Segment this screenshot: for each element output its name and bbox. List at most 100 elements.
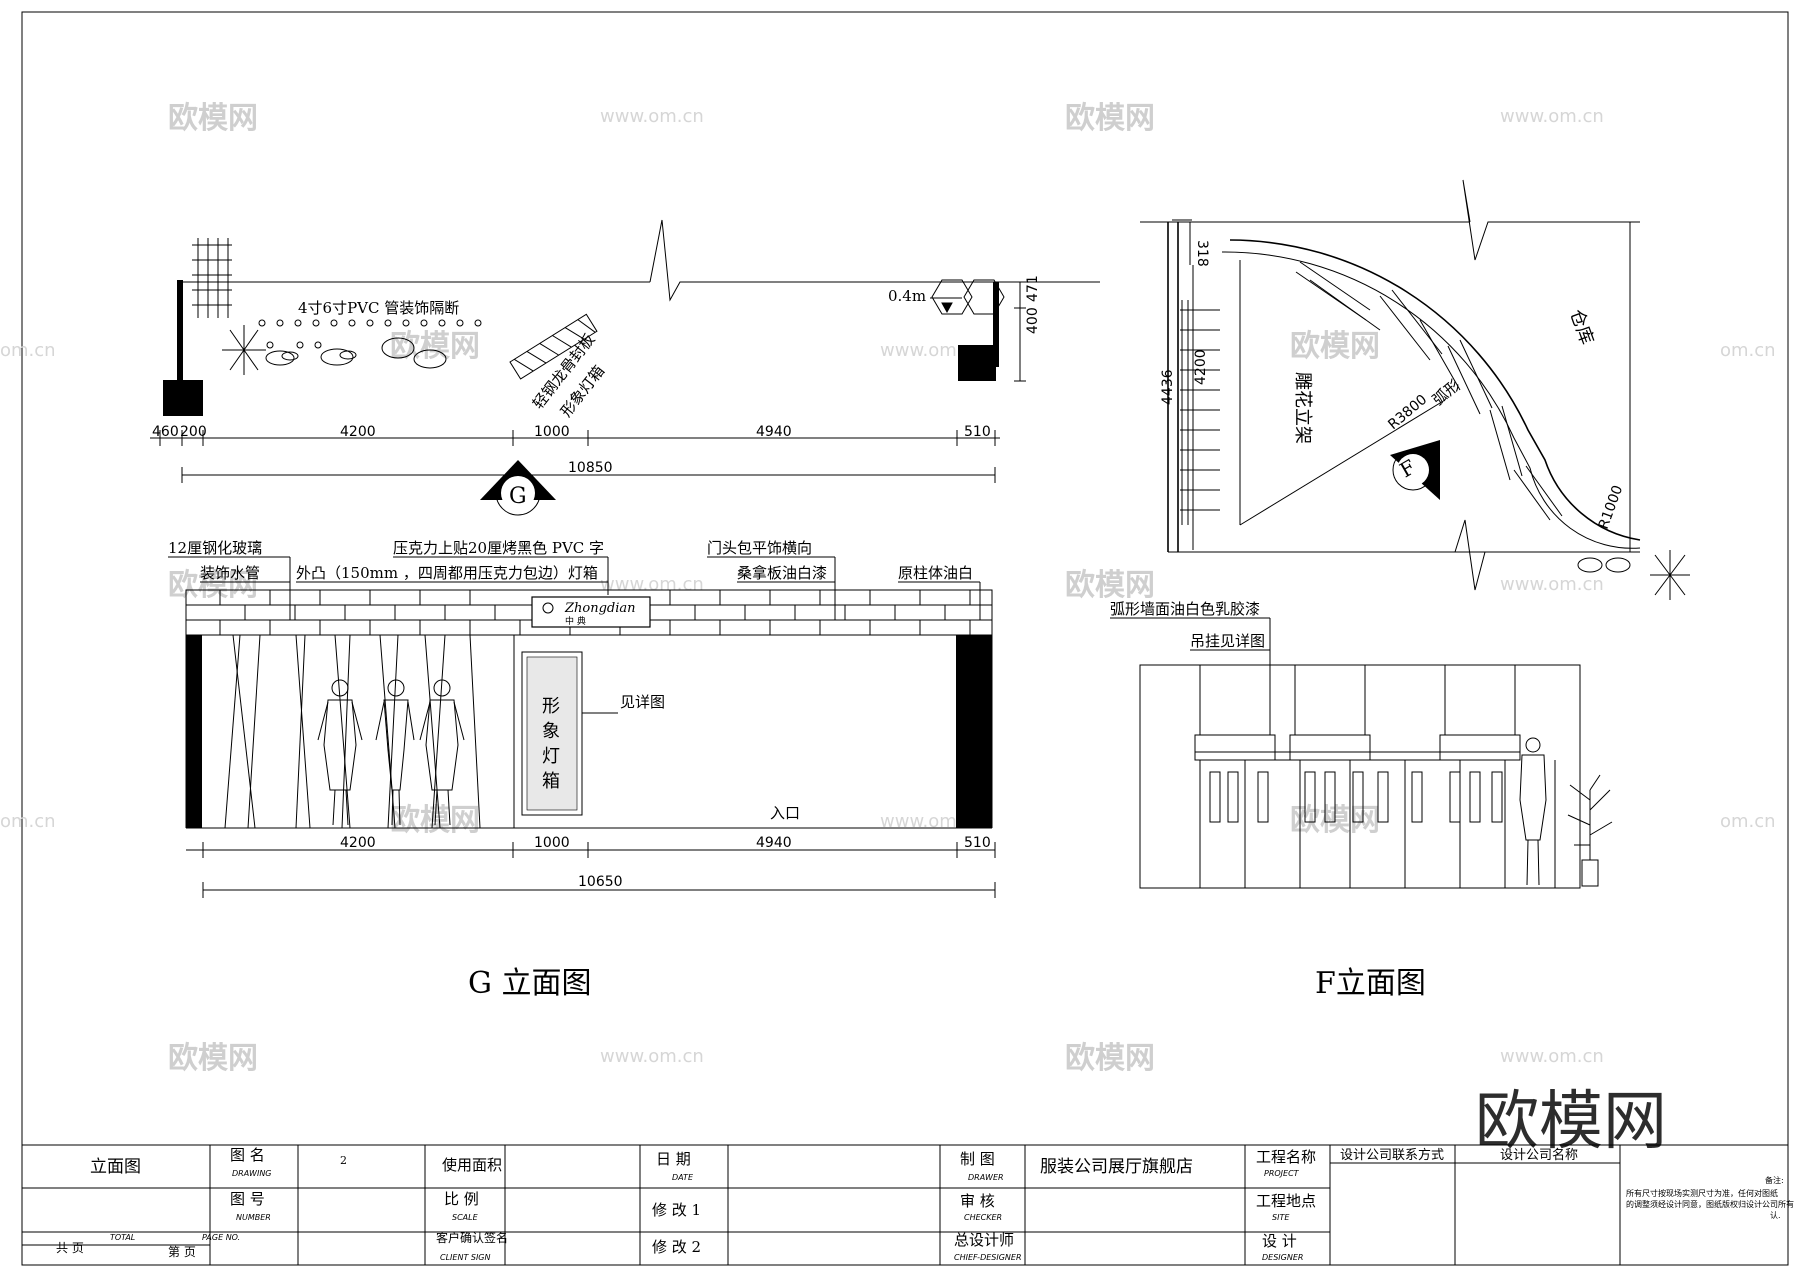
f-plan: 雕花立架 仓库 R3800 弧形 R1000 F 318 4200 4436 <box>1140 179 1690 600</box>
tb-project-label: 工程名称 <box>1256 1148 1316 1166</box>
tb-contact-label: 设计公司联系方式 <box>1340 1147 1444 1163</box>
watermark-url: www.om.cn <box>1500 574 1604 595</box>
lightbox-char: 灯 <box>542 746 560 767</box>
break-line <box>1462 179 1640 261</box>
rack-hatch <box>1180 300 1220 525</box>
g-plan: 4寸6寸PVC 管装饰隔断 轻钢龙骨封板 形象灯箱 0.4m 400 471 4… <box>150 219 1100 516</box>
watermark-url: www.om.cn <box>1500 1046 1604 1067</box>
dim-4940: 4940 <box>756 835 792 851</box>
potted-plant <box>1567 774 1613 887</box>
watermark-brand: 欧模网 <box>168 1041 258 1076</box>
tb-total-en: TOTAL <box>110 1233 135 1242</box>
watermark-brand: 欧模网 <box>168 101 258 136</box>
vdim-400: 400 <box>1025 307 1041 334</box>
tb-page-label: 第 页 <box>168 1245 196 1259</box>
note-sign-1: 压克力上贴20厘烤黑色 PVC 字 <box>393 539 604 557</box>
note-hang: 吊挂见详图 <box>1190 632 1265 650</box>
tb-site-label: 工程地点 <box>1256 1192 1316 1210</box>
plant-symbol <box>1650 550 1690 600</box>
tb-designer-label: 设 计 <box>1262 1232 1297 1250</box>
tb-chief-en: CHIEF-DESIGNER <box>954 1253 1022 1262</box>
leader-lines <box>168 556 981 620</box>
pvc-pipes <box>258 319 482 369</box>
watermark-url: www.om.cn <box>1500 106 1604 127</box>
dim-460: 460 <box>152 424 179 440</box>
label-storage: 仓库 <box>1565 307 1597 348</box>
brand-sign-text: Zhongdian <box>564 601 636 616</box>
watermark-url: om.cn <box>1720 340 1776 361</box>
dim-4940: 4940 <box>756 424 792 440</box>
left-pillar <box>186 635 202 828</box>
watermark-big: 欧模网 <box>1475 1085 1667 1159</box>
title-g: G 立面图 <box>468 966 592 1001</box>
note-column: 原柱体油白 <box>898 564 973 582</box>
tb-chief-label: 总设计师 <box>954 1231 1014 1249</box>
right-wall <box>993 282 999 367</box>
left-wall <box>177 280 183 380</box>
tb-notes-text-2: 的调整须经设计同意，图纸版权归设计公司所有 <box>1626 1199 1794 1209</box>
section-marker-g: G <box>480 460 556 516</box>
hexagon-symbols <box>931 279 1005 315</box>
label-height: 0.4m <box>888 287 926 305</box>
curved-racks <box>1295 261 1563 521</box>
tb-designer-en: DESIGNER <box>1262 1253 1303 1262</box>
tb-rev1-label: 修 改 1 <box>652 1201 701 1219</box>
left-hatch <box>192 238 232 318</box>
note-door-2: 桑拿板油白漆 <box>737 564 827 582</box>
tb-scale-en: SCALE <box>452 1213 479 1222</box>
lightbox-plan <box>509 313 598 380</box>
vdim-4436: 4436 <box>1160 369 1176 405</box>
mannequin <box>1519 737 1547 886</box>
mannequin <box>317 679 363 826</box>
dim-4200: 4200 <box>340 424 376 440</box>
tb-drawing-name-value: 2 <box>340 1154 347 1167</box>
tb-notes-text-3: 认. <box>1770 1210 1781 1220</box>
tb-company-label: 设计公司名称 <box>1500 1147 1578 1163</box>
dim-4200: 4200 <box>340 835 376 851</box>
title-block: 立面图 图 名 DRAWING 2 图 号 NUMBER TOTAL PAGE … <box>21 1144 1794 1266</box>
vdim-318: 318 <box>1194 240 1210 267</box>
tb-project-value: 服装公司展厅旗舰店 <box>1040 1157 1193 1177</box>
lightbox-char: 象 <box>542 721 560 742</box>
tb-drawer-label: 制 图 <box>960 1150 995 1168</box>
note-detail: 见详图 <box>620 693 665 711</box>
break-line <box>649 219 1100 302</box>
tb-site-en: SITE <box>1272 1213 1290 1222</box>
dim-1000: 1000 <box>534 424 570 440</box>
note-glass-2: 装饰水管 <box>200 564 260 582</box>
label-rack: 雕花立架 <box>1292 372 1313 444</box>
title-f: F立面图 <box>1315 966 1426 1001</box>
tb-drawing-name-en: DRAWING <box>232 1169 272 1178</box>
section-marker-f: F <box>1390 440 1440 500</box>
watermark-url: om.cn <box>0 811 56 832</box>
tb-sheet-title: 立面图 <box>90 1157 141 1177</box>
label-entrance: 入口 <box>770 804 800 822</box>
vdim-4200: 4200 <box>1193 349 1209 385</box>
tb-project-en: PROJECT <box>1264 1169 1300 1178</box>
lightbox-char: 箱 <box>542 771 560 792</box>
label-radius-2: R1000 <box>1596 483 1627 531</box>
brand-sign-cn: 中 典 <box>565 615 586 627</box>
tb-number-en: NUMBER <box>236 1213 271 1222</box>
tb-date-en: DATE <box>672 1173 694 1182</box>
watermark-layer: 欧模网 www.om.cn 欧模网 www.om.cn om.cn 欧模网 ww… <box>0 101 1776 1076</box>
label-radius-1: R3800 <box>1385 392 1430 433</box>
watermark-url: om.cn <box>0 340 56 361</box>
tb-drawer-en: DRAWER <box>968 1173 1004 1182</box>
label-pvc-partition: 4寸6寸PVC 管装饰隔断 <box>298 299 459 317</box>
note-wall: 弧形墙面油白色乳胶漆 <box>1110 600 1260 618</box>
mannequin <box>375 679 415 826</box>
watermark-brand: 欧模网 <box>1065 1041 1155 1076</box>
lightbox-elevation <box>521 651 583 816</box>
g-elevation: 12厘钢化玻璃 装饰水管 压克力上贴20厘烤黑色 PVC 字 外凸（150mm … <box>168 539 996 1001</box>
f-elevation: 弧形墙面油白色乳胶漆 吊挂见详图 <box>1110 600 1613 1001</box>
brick-band <box>185 589 993 636</box>
f-elevation-frame <box>1139 664 1581 889</box>
dim-total: 10650 <box>578 874 623 890</box>
decorative-pipes <box>224 634 515 829</box>
plant-symbol <box>222 325 266 375</box>
tb-client-label: 客户确认签名 <box>436 1230 508 1245</box>
right-column <box>958 345 996 381</box>
tb-drawing-name-label: 图 名 <box>230 1146 265 1164</box>
